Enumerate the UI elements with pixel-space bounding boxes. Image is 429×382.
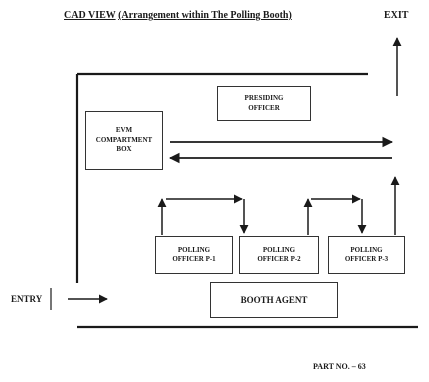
polling-officer-p1-box: POLLING OFFICER P-1 [155,236,233,274]
p1-line2: OFFICER P-1 [172,255,216,263]
title-suffix: (Arrangement within The Polling Booth) [118,10,292,21]
exit-label: EXIT [384,10,409,21]
diagram-title: CAD VIEW (Arrangement within The Polling… [64,10,292,21]
booth-agent-label: BOOTH AGENT [240,294,308,305]
p1-line1: POLLING [177,245,211,254]
evm-line3: BOX [116,145,132,154]
polling-officer-p3-box: POLLING OFFICER P-3 [328,236,405,274]
part-number: PART NO. – 63 [313,362,366,371]
evm-line2: COMPARTMENT [95,135,153,144]
presiding-officer-box: PRESIDING OFFICER [217,86,311,121]
booth-agent-box: BOOTH AGENT [210,282,338,318]
p2-line2: OFFICER P-2 [257,255,301,263]
p3-line1: POLLING [350,245,383,254]
evm-line1: EVM [115,126,133,135]
entry-label: ENTRY [11,294,43,304]
p2-line1: POLLING [262,245,296,254]
p3-line2: OFFICER P-3 [344,255,389,263]
presiding-officer-line1: PRESIDING [244,94,284,103]
polling-officer-p2-box: POLLING OFFICER P-2 [239,236,319,274]
evm-compartment-box: EVM COMPARTMENT BOX [85,111,163,170]
presiding-officer-line2: OFFICER [248,103,280,112]
title-prefix: CAD VIEW [64,10,116,21]
